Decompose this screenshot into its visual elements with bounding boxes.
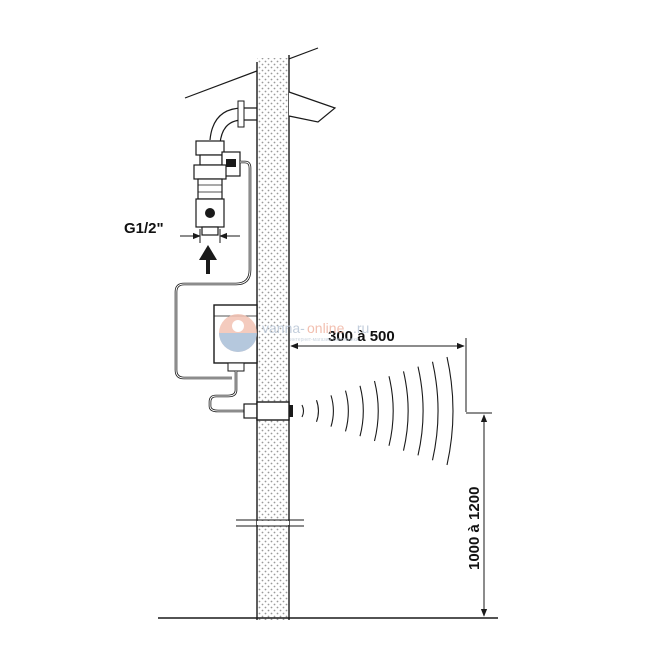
detection-wave-arc	[344, 390, 349, 432]
detection-wave-arc	[359, 385, 364, 437]
detection-wave-arc	[315, 400, 319, 422]
sensor-cable	[208, 371, 244, 413]
height-dimension	[466, 412, 492, 617]
detection-wave-arc	[388, 376, 394, 446]
arrow-up-icon	[199, 245, 217, 274]
sensor-height-label: 1000 à 1200	[466, 487, 483, 570]
wall	[236, 55, 304, 620]
ceiling	[184, 47, 319, 99]
watermark-site-accent: online	[307, 320, 345, 336]
watermark-tagline: интернет-магазин сантехники	[290, 337, 359, 343]
thread-size-label: G1/2"	[124, 220, 164, 237]
detection-wave-arc	[301, 404, 305, 418]
detection-wave-arc	[330, 395, 334, 427]
detection-wave-arc	[402, 371, 409, 451]
thread-dimension	[180, 229, 240, 243]
shelf	[288, 91, 337, 123]
watermark: vanna- online .ru интернет-магазин санте…	[219, 314, 369, 352]
detection-waves	[301, 356, 454, 466]
infrared-sensor	[243, 401, 293, 421]
watermark-site-tld: .ru	[353, 320, 369, 336]
watermark-site-main: vanna-	[262, 320, 305, 336]
control-cable	[174, 160, 252, 380]
sensor-distance-label: 300 à 500	[328, 328, 395, 345]
detection-wave-arc	[417, 366, 424, 456]
detection-wave-arc	[373, 380, 379, 442]
solenoid-valve	[193, 140, 241, 236]
detection-wave-arc	[431, 361, 439, 461]
supply-pipe	[209, 100, 257, 145]
detection-wave-arc	[446, 356, 454, 466]
distance-dimension	[290, 338, 467, 412]
watermark-logo-icon	[219, 314, 257, 352]
